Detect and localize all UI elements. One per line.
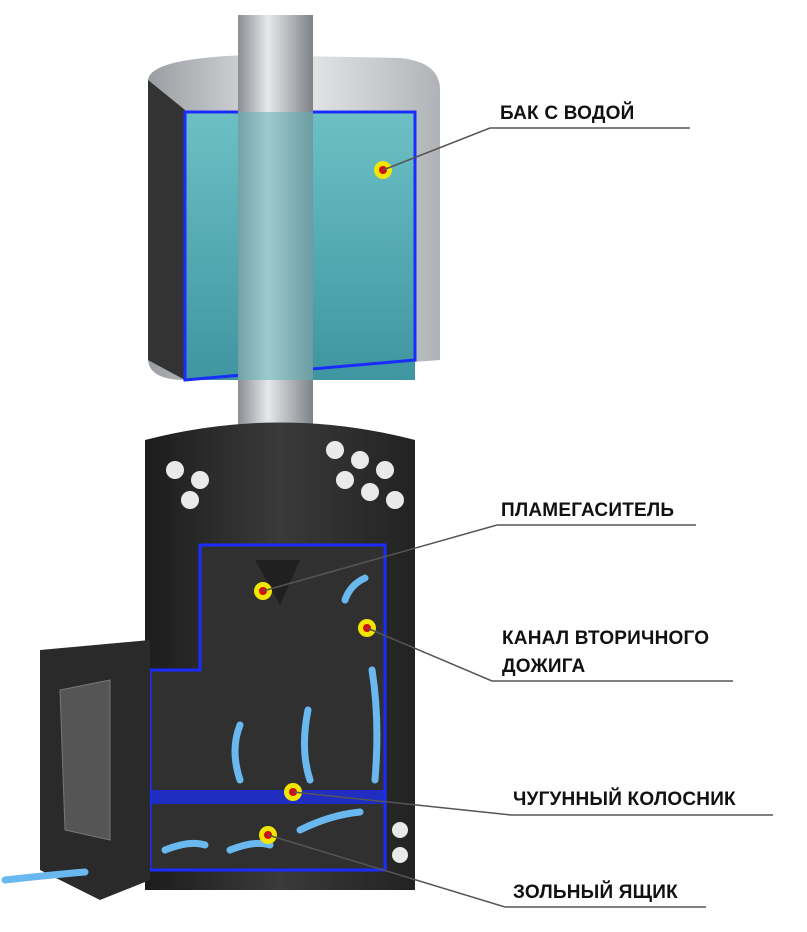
label-water-tank: БАК С ВОДОЙ: [500, 103, 635, 124]
leader-lines: [262, 127, 773, 908]
label-grate: ЧУГУННЫЙ КОЛОСНИК: [513, 789, 736, 810]
label-ash-box: ЗОЛЬНЫЙ ЯЩИК: [513, 882, 678, 903]
airflow-arrows: [1, 574, 381, 884]
stove-body: [40, 422, 415, 900]
door-glass: [59, 679, 111, 841]
label-afterburn-line2: ДОЖИГА: [502, 656, 586, 677]
label-afterburn-line1: КАНАЛ ВТОРИЧНОГО: [502, 628, 710, 649]
label-flame-arrester: ПЛАМЕГАСИТЕЛЬ: [501, 500, 675, 521]
